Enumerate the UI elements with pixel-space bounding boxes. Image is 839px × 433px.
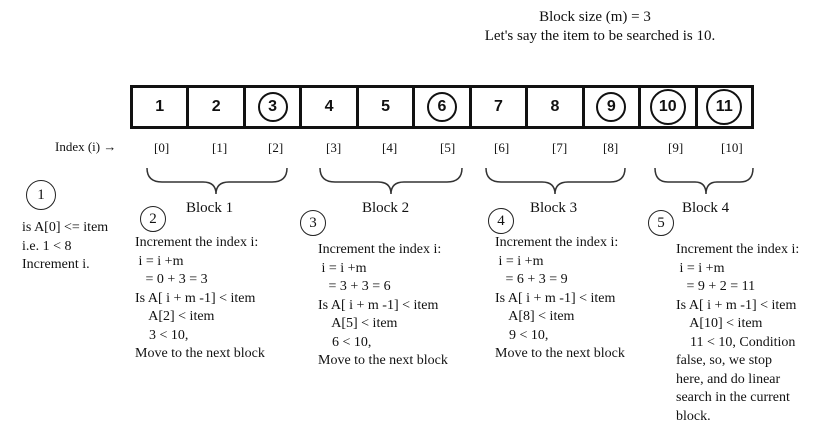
highlight-ring — [706, 89, 743, 125]
array-cell: 10 — [641, 88, 698, 126]
block-3-brace — [485, 167, 626, 195]
highlight-ring — [596, 92, 627, 122]
index-row-label: Index (i) → — [55, 139, 117, 154]
array-cell: 3 — [246, 88, 303, 126]
cell-value: 4 — [324, 98, 334, 115]
block-size-caption: Block size (m) = 3 — [539, 9, 651, 25]
highlight-ring — [257, 92, 288, 122]
array-row: 1 2 3 4 5 6 7 8 9 10 11 — [130, 85, 754, 129]
block-4-label: Block 4 — [682, 200, 730, 216]
step-1-marker: 1 — [26, 180, 56, 210]
cell-value: 1 — [155, 98, 165, 115]
index-label: [7] — [552, 140, 568, 155]
block-1-brace — [146, 167, 288, 195]
step-2-marker: 2 — [140, 206, 166, 232]
block-4-brace — [654, 167, 754, 195]
step-number: 3 — [309, 214, 317, 231]
block-1-label: Block 1 — [186, 200, 234, 216]
search-item-caption: Let's say the item to be searched is 10. — [484, 28, 716, 44]
step-1-text: is A[0] <= item i.e. 1 < 8 Increment i. — [22, 220, 109, 272]
cell-value: 8 — [550, 98, 560, 115]
step-5-marker: 5 — [648, 210, 674, 236]
step-number: 2 — [149, 210, 157, 227]
cell-value: 7 — [493, 98, 503, 115]
index-label: [4] — [382, 140, 398, 155]
step-2-text: Increment the index i: i = i +m = 0 + 3 … — [135, 235, 265, 361]
step-4-marker: 4 — [488, 208, 514, 234]
array-cell: 4 — [302, 88, 359, 126]
array-cell: 2 — [189, 88, 246, 126]
index-label: [10] — [721, 140, 743, 155]
index-label: [5] — [440, 140, 456, 155]
array-cell: 8 — [528, 88, 585, 126]
step-number: 1 — [37, 186, 45, 203]
cell-value: 2 — [211, 98, 221, 115]
index-label: [0] — [154, 140, 170, 155]
step-number: 5 — [657, 214, 665, 231]
array-cell: 11 — [698, 88, 751, 126]
index-label: [6] — [494, 140, 510, 155]
step-3-text: Increment the index i: i = i +m = 3 + 3 … — [318, 242, 448, 368]
array-cell: 5 — [359, 88, 416, 126]
array-cell: 1 — [133, 88, 190, 126]
block-2-brace — [319, 167, 463, 195]
block-3-label: Block 3 — [530, 200, 578, 216]
index-label: [1] — [212, 140, 228, 155]
step-number: 4 — [497, 212, 505, 229]
highlight-ring — [649, 89, 686, 125]
index-label: [9] — [668, 140, 684, 155]
array-cell: 9 — [585, 88, 642, 126]
array-cell: 7 — [472, 88, 529, 126]
array-cell: 6 — [415, 88, 472, 126]
step-3-marker: 3 — [300, 210, 326, 236]
cell-value: 5 — [381, 98, 390, 115]
step-5-text: Increment the index i: i = i +m = 9 + 2 … — [676, 242, 800, 424]
index-label: [3] — [326, 140, 342, 155]
highlight-ring — [426, 92, 457, 122]
block-2-label: Block 2 — [362, 200, 410, 216]
index-label: [8] — [603, 140, 619, 155]
step-4-text: Increment the index i: i = i +m = 6 + 3 … — [495, 235, 625, 361]
index-label: [2] — [268, 140, 284, 155]
